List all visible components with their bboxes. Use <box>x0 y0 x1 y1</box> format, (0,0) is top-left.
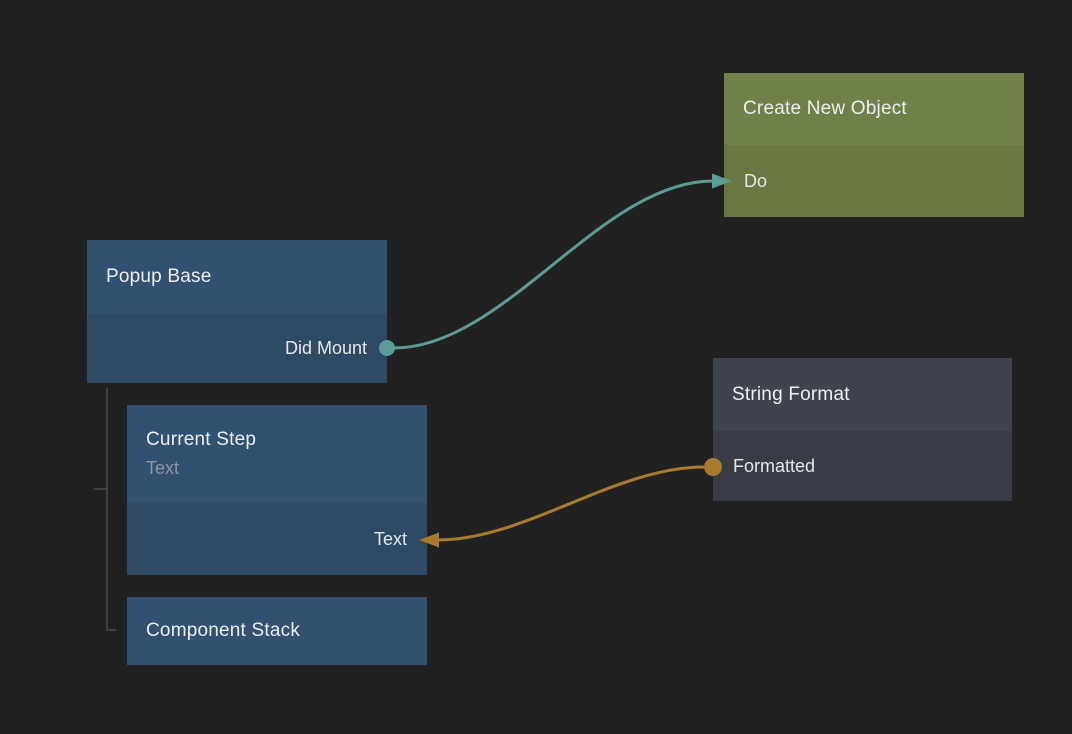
port-do[interactable]: Do <box>744 170 768 191</box>
node-subtitle: Text <box>146 458 180 478</box>
node-string-format[interactable]: String Format Formatted <box>713 358 1012 501</box>
node-body: Formatted <box>713 431 1012 501</box>
node-component-stack[interactable]: Component Stack <box>127 597 427 665</box>
node-header[interactable]: Current Step Text <box>127 405 427 503</box>
hierarchy-line <box>106 388 116 631</box>
node-title: String Format <box>732 383 850 405</box>
connection-didmount-to-do[interactable] <box>393 179 714 350</box>
node-popup-base[interactable]: Popup Base Did Mount <box>87 240 387 383</box>
node-header[interactable]: String Format <box>713 358 1012 431</box>
node-body: Text <box>127 503 427 575</box>
node-header[interactable]: Popup Base <box>87 240 387 314</box>
port-formatted[interactable]: Formatted <box>733 455 816 476</box>
node-title: Popup Base <box>106 266 212 287</box>
port-text[interactable]: Text <box>373 528 407 549</box>
node-create-new-object[interactable]: Create New Object Do <box>724 73 1024 217</box>
port-did-mount[interactable]: Did Mount <box>284 338 367 358</box>
node-current-step[interactable]: Current Step Text Text <box>127 405 427 575</box>
node-title: Component Stack <box>146 620 301 641</box>
node-header[interactable]: Create New Object <box>724 73 1024 145</box>
node-body: Do <box>724 145 1024 217</box>
node-header[interactable]: Component Stack <box>127 597 427 665</box>
node-title: Current Step <box>146 429 257 450</box>
node-title: Create New Object <box>743 98 907 119</box>
connection-formatted-to-text[interactable] <box>437 465 705 542</box>
node-body: Did Mount <box>87 314 387 383</box>
